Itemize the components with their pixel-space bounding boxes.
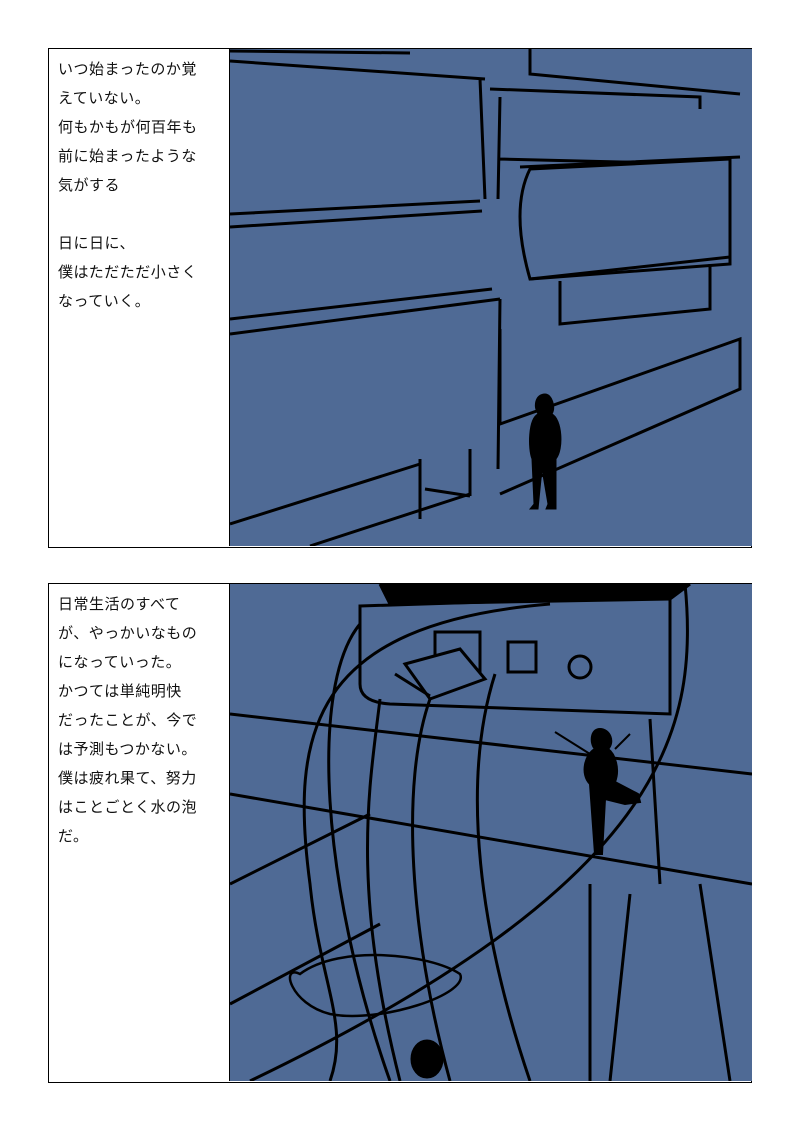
caption-line: が、やっかいなもの xyxy=(58,624,198,642)
caption-line xyxy=(58,200,229,229)
caption-line: いつ始まったのか覚 xyxy=(58,60,197,78)
illustration-cables-climber xyxy=(229,584,752,1081)
comic-panel-2: 日常生活のすべて が、やっかいなもの になっていった。 かつては単純明快 だった… xyxy=(48,583,752,1083)
caption-line: だったことが、今で xyxy=(58,711,198,729)
caption-line: 僕は疲れ果て、努力 xyxy=(58,769,197,787)
illustration-giant-books xyxy=(229,49,752,546)
caption-line: なっていく。 xyxy=(58,292,151,310)
caption-box-2: 日常生活のすべて が、やっかいなもの になっていった。 かつては単純明快 だった… xyxy=(49,584,229,1082)
caption-box-1: いつ始まったのか覚 えていない。 何もかもが何百年も 前に始まったような 気がす… xyxy=(49,49,229,547)
caption-line: 僕はただただ小さく xyxy=(58,263,198,281)
caption-line: 何もかもが何百年も xyxy=(58,118,198,136)
caption-line: 前に始まったような xyxy=(58,147,197,165)
caption-line: 気がする xyxy=(58,176,121,194)
caption-line: 日に日に、 xyxy=(58,234,136,252)
caption-line: えていない。 xyxy=(58,89,151,107)
caption-line: はことごとく水の泡 xyxy=(58,798,198,816)
caption-line: だ。 xyxy=(58,827,89,845)
comic-panel-1: いつ始まったのか覚 えていない。 何もかもが何百年も 前に始まったような 気がす… xyxy=(48,48,752,548)
caption-line: かつては単純明快 xyxy=(58,682,182,700)
caption-line: 日常生活のすべて xyxy=(58,595,181,613)
caption-line: は予測もつかない。 xyxy=(58,740,197,758)
caption-line: になっていった。 xyxy=(58,653,182,671)
